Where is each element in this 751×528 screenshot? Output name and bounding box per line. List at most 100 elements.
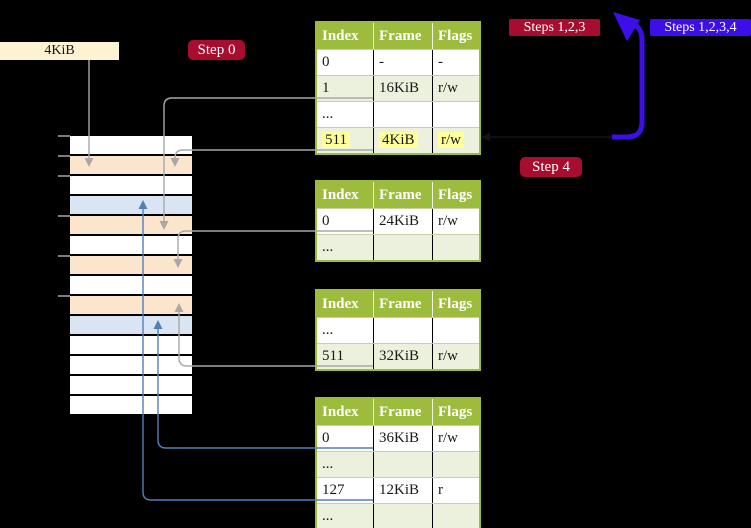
cell-index: ...	[322, 322, 334, 338]
cell-index: 1	[322, 80, 330, 96]
badge-steps-1-2-3: Steps 1,2,3	[509, 19, 600, 36]
cell-frame: -	[373, 50, 432, 75]
cell-frame	[373, 452, 432, 477]
cell-index: 0	[322, 213, 330, 229]
cell-frame	[373, 504, 432, 528]
column-header-frame: Frame	[373, 291, 432, 317]
column-header-index: Index	[322, 404, 359, 420]
memory-frame-row-white	[70, 236, 192, 256]
memory-boundary-tick	[58, 135, 70, 137]
highlighted-value: 511	[322, 132, 350, 148]
cell-frame	[373, 102, 432, 127]
memory-frame-row-peach	[70, 296, 192, 316]
cell-frame: 16KiB	[373, 76, 432, 101]
cell-flags: r/w	[432, 344, 479, 369]
table-row: ...	[317, 503, 479, 528]
memory-frame-row-white	[70, 396, 192, 416]
memory-boundary-tick	[58, 215, 70, 217]
page-size-label: 4KiB	[0, 42, 119, 60]
cell-index: 0	[322, 430, 330, 446]
cell-flags	[432, 235, 479, 260]
arrow-steps-loop	[612, 21, 645, 140]
cell-flags	[432, 452, 479, 477]
memory-frame-row-white	[70, 136, 192, 156]
physical-memory-stack	[70, 136, 192, 416]
memory-frame-row-blue	[70, 316, 192, 336]
cell-flags: r/w	[432, 209, 479, 234]
column-header-frame: Frame	[373, 182, 432, 208]
memory-boundary-tick	[58, 255, 70, 257]
memory-frame-row-white	[70, 336, 192, 356]
memory-boundary-tick	[58, 155, 70, 157]
column-header-index: Index	[322, 187, 359, 203]
column-header-flags: Flags	[432, 182, 479, 208]
cell-index: ...	[322, 239, 334, 255]
column-header-index: Index	[322, 296, 359, 312]
cell-frame: 12KiB	[373, 478, 432, 503]
memory-frame-row-peach	[70, 256, 192, 276]
cell-frame: 4KiB	[373, 128, 432, 153]
column-header-frame: Frame	[373, 23, 432, 49]
table-row: ...	[317, 451, 479, 477]
memory-frame-row-white	[70, 356, 192, 376]
cell-index: ...	[322, 456, 334, 472]
cell-index: 0	[322, 54, 330, 70]
column-header-flags: Flags	[432, 399, 479, 425]
badge-steps-1-2-3-4: Steps 1,2,3,4	[650, 19, 751, 36]
cell-flags: -	[432, 50, 479, 75]
badge-step-4: Step 4	[520, 157, 582, 177]
column-header-index: Index	[322, 28, 359, 44]
table-row: ...	[317, 317, 479, 343]
column-header-frame: Frame	[373, 399, 432, 425]
memory-frame-row-white	[70, 176, 192, 196]
memory-frame-row-white	[70, 276, 192, 296]
cell-flags: r	[432, 478, 479, 503]
table-row: 511 4KiB r/w	[317, 127, 479, 153]
badge-step-0: Step 0	[188, 40, 245, 60]
arrow-loop-tail-to-entry511-arrowhead	[481, 132, 490, 142]
cell-frame: 32KiB	[373, 344, 432, 369]
column-header-flags: Flags	[432, 291, 479, 317]
memory-frame-row-white	[70, 376, 192, 396]
cell-frame	[373, 318, 432, 343]
table-row: 0 --	[317, 49, 479, 75]
cell-index: ...	[322, 106, 334, 122]
cell-flags	[432, 504, 479, 528]
cell-flags: r/w	[432, 128, 479, 153]
cell-index: 511	[317, 128, 373, 153]
memory-frame-row-peach	[70, 156, 192, 176]
table-row: ...	[317, 101, 479, 127]
cell-flags: r/w	[432, 76, 479, 101]
cell-flags	[432, 102, 479, 127]
cell-frame	[373, 235, 432, 260]
memory-boundary-tick	[58, 175, 70, 177]
cell-index: 511	[322, 348, 344, 364]
cell-frame: 36KiB	[373, 426, 432, 451]
memory-frame-row-peach	[70, 216, 192, 236]
memory-frame-row-blue	[70, 196, 192, 216]
highlighted-value: r/w	[438, 132, 464, 148]
cell-flags: r/w	[432, 426, 479, 451]
cell-index: ...	[322, 508, 334, 524]
highlighted-value: 4KiB	[379, 132, 418, 148]
cell-frame: 24KiB	[373, 209, 432, 234]
cell-flags	[432, 318, 479, 343]
memory-boundary-tick	[58, 295, 70, 297]
table-row: ...	[317, 234, 479, 260]
arrow-steps-loop-arrowhead	[613, 12, 640, 41]
column-header-flags: Flags	[432, 23, 479, 49]
